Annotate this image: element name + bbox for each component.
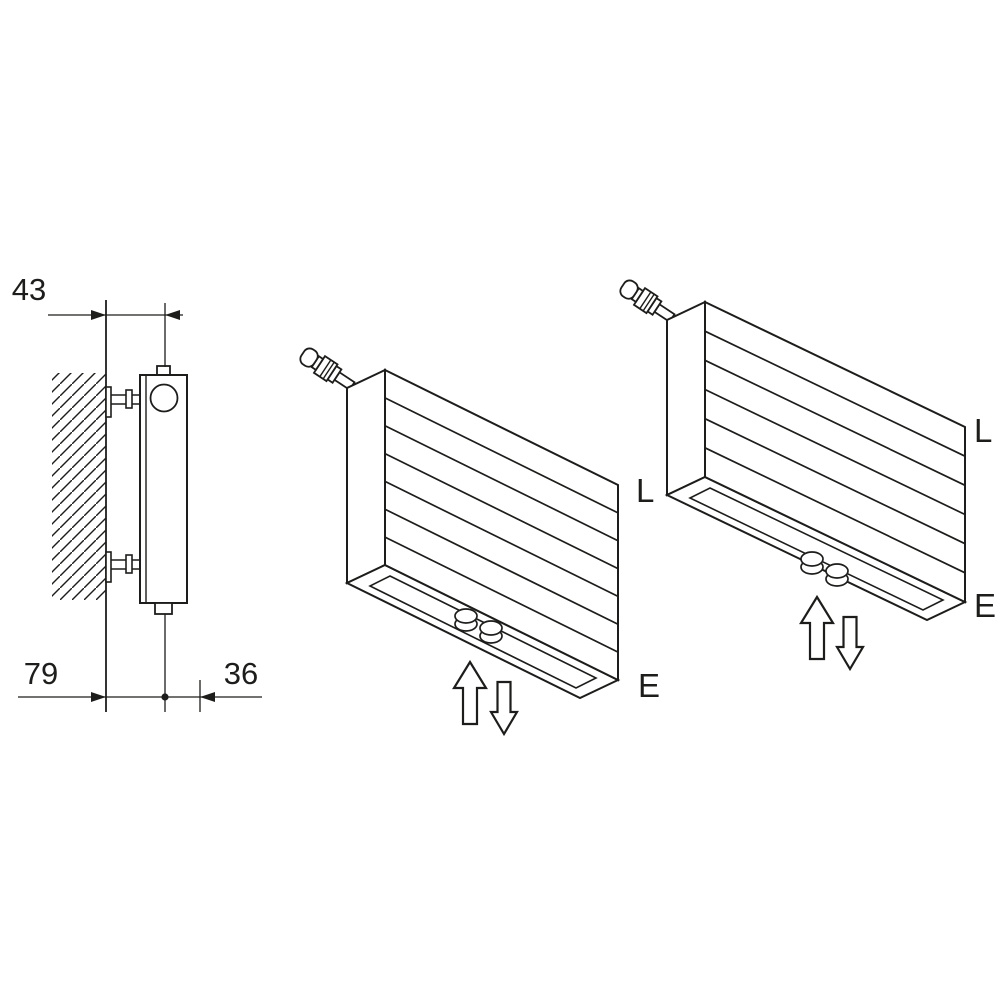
panel-grooves	[384, 397, 619, 653]
mounting-bracket-top	[105, 386, 141, 418]
dim-label-bottom-right: 36	[224, 656, 258, 691]
panel-grooves	[704, 330, 966, 574]
dimension-arrow	[200, 692, 215, 702]
dimension-arrow	[91, 692, 106, 702]
flow-up-arrow-icon	[452, 659, 488, 726]
mounting-bracket-bottom	[105, 551, 141, 583]
dim-label-top: 43	[12, 272, 46, 307]
label-supply: L	[974, 412, 992, 449]
valve-head-circle	[149, 383, 179, 413]
radiator-isometric-right: L E	[619, 279, 996, 672]
panel-body	[139, 374, 188, 604]
bottom-tray	[688, 487, 945, 611]
dimension-arrow	[91, 310, 106, 320]
connection-ports-icon	[800, 551, 849, 587]
dimension-43: 43	[12, 272, 183, 367]
radiator-panel-side	[139, 365, 188, 615]
flow-down-arrow-icon	[835, 615, 865, 672]
flow-down-arrow-icon	[489, 680, 519, 737]
radiator-front-face	[384, 368, 619, 682]
valve-icon	[299, 347, 356, 391]
flow-up-arrow-icon	[799, 594, 835, 661]
radiator-left-face	[666, 300, 706, 497]
dimension-79-36: 79 36	[18, 656, 262, 712]
radiator-left-face	[346, 368, 386, 585]
wall-hatch	[52, 373, 106, 600]
connection-ports-icon	[454, 608, 503, 644]
radiator-isometric-mid: L E	[299, 347, 660, 737]
dimension-arrow	[165, 310, 180, 320]
connection-stub	[154, 602, 173, 615]
valve-icon	[619, 279, 676, 323]
label-return: E	[638, 667, 660, 704]
dim-label-bottom-left: 79	[24, 656, 58, 691]
side-view: 43 79 36	[12, 272, 262, 712]
label-return: E	[974, 587, 996, 624]
label-supply: L	[636, 472, 654, 509]
dimension-dot	[161, 693, 169, 701]
